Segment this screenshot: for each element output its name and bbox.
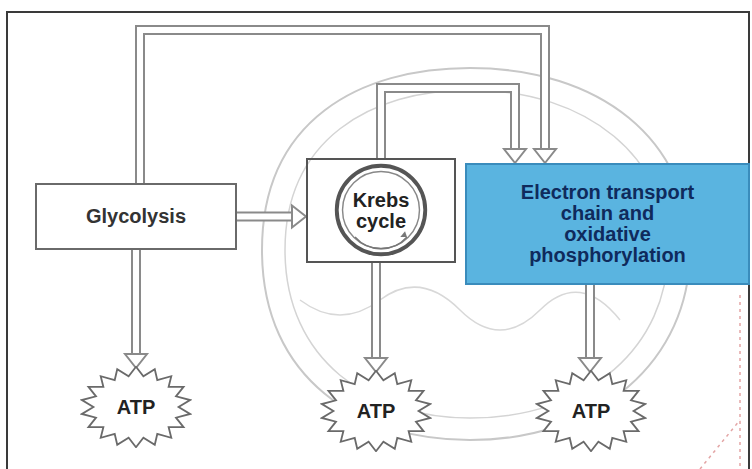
cycle-box: Krebs cycle [306, 158, 456, 263]
arrow-body [237, 214, 293, 220]
arrow-outline [371, 263, 381, 359]
cycle-outer [337, 166, 425, 254]
arrowhead [579, 358, 601, 372]
node-label: Electron transport chain and oxidative p… [520, 182, 695, 266]
burst-shape [537, 371, 645, 451]
burst-shape [322, 371, 430, 451]
flow-arrow [125, 250, 147, 368]
cristae [300, 287, 620, 330]
atp-burst: ATP [535, 370, 647, 452]
dotted-guide [700, 295, 740, 469]
flow-arrow [365, 263, 387, 372]
atp-burst: ATP [320, 370, 432, 452]
node-label: ATP [572, 401, 611, 422]
burst-shape [82, 367, 190, 447]
flow-arrow [579, 285, 601, 372]
flow-arrow [381, 88, 526, 163]
arrow-outline [140, 30, 545, 183]
arrow-outline [585, 285, 595, 359]
atp-burst: ATP [80, 366, 192, 448]
arrowhead [534, 149, 556, 163]
arrow-body [587, 285, 593, 359]
node-label: Glycolysis [86, 206, 186, 227]
node-label: ATP [117, 397, 156, 418]
flow-arrow [140, 30, 556, 183]
arrowhead [504, 149, 526, 163]
node-label: ATP [357, 401, 396, 422]
arrow-body [381, 88, 515, 158]
process-box: Glycolysis [35, 183, 237, 250]
arrow-body [133, 250, 139, 355]
arrow-outline [381, 88, 515, 158]
frame [7, 12, 749, 469]
flow-arrow [237, 206, 306, 228]
node-label: Krebs cycle [341, 190, 421, 232]
arrowhead [292, 206, 306, 228]
arrow-body [373, 263, 379, 359]
arrow-outline [131, 250, 141, 355]
arrow-body [140, 30, 545, 183]
process-box: Electron transport chain and oxidative p… [465, 163, 750, 285]
arrow-outline [237, 212, 293, 222]
cycle-arrowhead [400, 231, 407, 237]
cycle-arrow [355, 237, 407, 249]
